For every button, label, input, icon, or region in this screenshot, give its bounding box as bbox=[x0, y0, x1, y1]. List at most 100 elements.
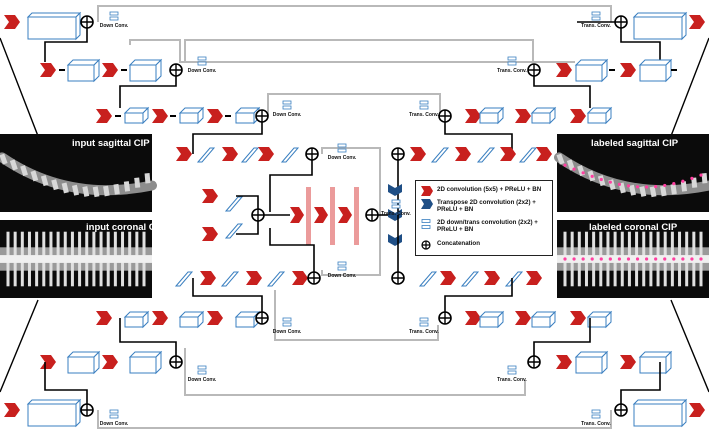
concatenation-cross bbox=[528, 64, 540, 76]
icon-plate bbox=[337, 261, 347, 266]
conv-block bbox=[290, 207, 304, 223]
vertebra-label-point bbox=[681, 257, 685, 261]
vertebra-label-point bbox=[572, 167, 576, 171]
tensor-front bbox=[587, 316, 607, 328]
feature-slab bbox=[460, 271, 480, 287]
connection-line bbox=[269, 228, 315, 272]
vertebra-label-point bbox=[690, 176, 694, 181]
conv-block bbox=[40, 63, 56, 77]
transpose-conv-block bbox=[388, 184, 402, 196]
feature-tensor bbox=[66, 58, 101, 83]
vertebra-label-point bbox=[626, 257, 631, 261]
conv-block bbox=[96, 109, 112, 123]
down-trans-conv-icon bbox=[282, 100, 292, 110]
down-trans-conv-icon bbox=[337, 261, 347, 271]
trans-conv-label: Trans. Conv. bbox=[381, 211, 411, 217]
connector-dash bbox=[59, 69, 65, 71]
vertebra-label-point bbox=[654, 257, 658, 261]
connector-dash bbox=[225, 115, 231, 117]
tensor-front bbox=[27, 403, 77, 427]
skip-line-1 bbox=[97, 5, 612, 22]
feature-slab bbox=[196, 147, 216, 163]
icon-plate bbox=[109, 409, 119, 414]
conv-block bbox=[152, 109, 168, 123]
transpose-block-icon bbox=[421, 199, 433, 209]
vertebra-label-point bbox=[672, 257, 676, 261]
icon-plate bbox=[419, 105, 429, 110]
feature-tensor bbox=[123, 106, 150, 125]
skip-line-2 bbox=[184, 39, 534, 62]
vertebra bbox=[92, 186, 100, 198]
conv-block bbox=[620, 63, 636, 77]
input-sagittal-label: input sagittal CIP bbox=[72, 138, 150, 149]
conv-block bbox=[410, 147, 426, 161]
connection-line bbox=[620, 28, 661, 62]
conv-block bbox=[338, 207, 352, 223]
vertebra bbox=[660, 185, 667, 197]
icon-plate bbox=[337, 148, 347, 153]
vertebra-label-point bbox=[572, 257, 576, 261]
concatenation-cross bbox=[81, 404, 93, 416]
connection-line bbox=[192, 278, 263, 312]
down-trans-conv-icon bbox=[419, 100, 429, 110]
tensor-front bbox=[67, 356, 95, 374]
conv-block bbox=[465, 311, 481, 325]
conv-block bbox=[455, 147, 471, 161]
skip-line-7 bbox=[97, 410, 612, 429]
vertebra bbox=[639, 186, 647, 197]
connection-line bbox=[533, 318, 591, 356]
icon-plate bbox=[109, 414, 119, 419]
legend-conv-text: 2D convolution (5x5) + PReLU + BN bbox=[437, 186, 542, 193]
feature-tensor bbox=[26, 11, 82, 41]
connection-line bbox=[119, 76, 177, 108]
concatenation-cross bbox=[615, 16, 627, 28]
vertebra-label-point bbox=[635, 185, 640, 189]
vertebra bbox=[134, 177, 141, 188]
skip-line-5 bbox=[274, 290, 439, 341]
down-trans-conv-icon bbox=[197, 56, 207, 66]
tensor-front bbox=[179, 112, 199, 124]
tensor-top bbox=[26, 12, 82, 18]
conv-block bbox=[102, 63, 118, 77]
concatenation-cross bbox=[439, 312, 451, 324]
feature-slab bbox=[476, 147, 496, 163]
vertebra bbox=[103, 185, 110, 197]
spine-column bbox=[0, 255, 152, 263]
conv-block bbox=[40, 355, 56, 369]
funnel-line bbox=[0, 299, 39, 393]
concatenation-cross bbox=[366, 209, 378, 221]
conv-block bbox=[570, 311, 586, 325]
connection-line bbox=[269, 160, 313, 212]
conv-block bbox=[207, 109, 223, 123]
icon-plate bbox=[419, 100, 429, 105]
conv-block bbox=[484, 271, 500, 285]
funnel-line bbox=[670, 299, 709, 393]
feature-tensor bbox=[478, 106, 505, 125]
conv-block bbox=[207, 311, 223, 325]
connection-line bbox=[236, 221, 259, 235]
down-trans-conv-icon bbox=[391, 199, 401, 209]
connection-line bbox=[444, 278, 513, 312]
labeled-coronal-label: labeled coronal CIP bbox=[589, 222, 678, 233]
vertebra bbox=[40, 175, 49, 187]
concatenation-cross bbox=[306, 148, 318, 160]
connector-dash bbox=[609, 69, 615, 71]
trans-conv-label: Trans. Conv. bbox=[409, 329, 439, 335]
legend-down-trans-text: 2D down/trans convolution (2x2) + PReLU … bbox=[437, 219, 538, 233]
connector-dash bbox=[170, 115, 176, 117]
feature-tensor bbox=[530, 310, 557, 329]
connector-dash bbox=[121, 69, 127, 71]
vertebra bbox=[556, 153, 565, 165]
labeled-sagittal-cip bbox=[554, 134, 709, 212]
icon-plate bbox=[591, 414, 601, 419]
feature-slab bbox=[518, 147, 538, 163]
vertebra-label-point bbox=[645, 185, 649, 189]
down-conv-label: Down Conv. bbox=[188, 68, 217, 74]
vertebra-label-point bbox=[635, 257, 640, 261]
input-coronal-cip bbox=[0, 220, 152, 298]
tensor-front bbox=[479, 112, 499, 124]
vertebra bbox=[71, 184, 80, 196]
vertebra bbox=[123, 181, 131, 192]
